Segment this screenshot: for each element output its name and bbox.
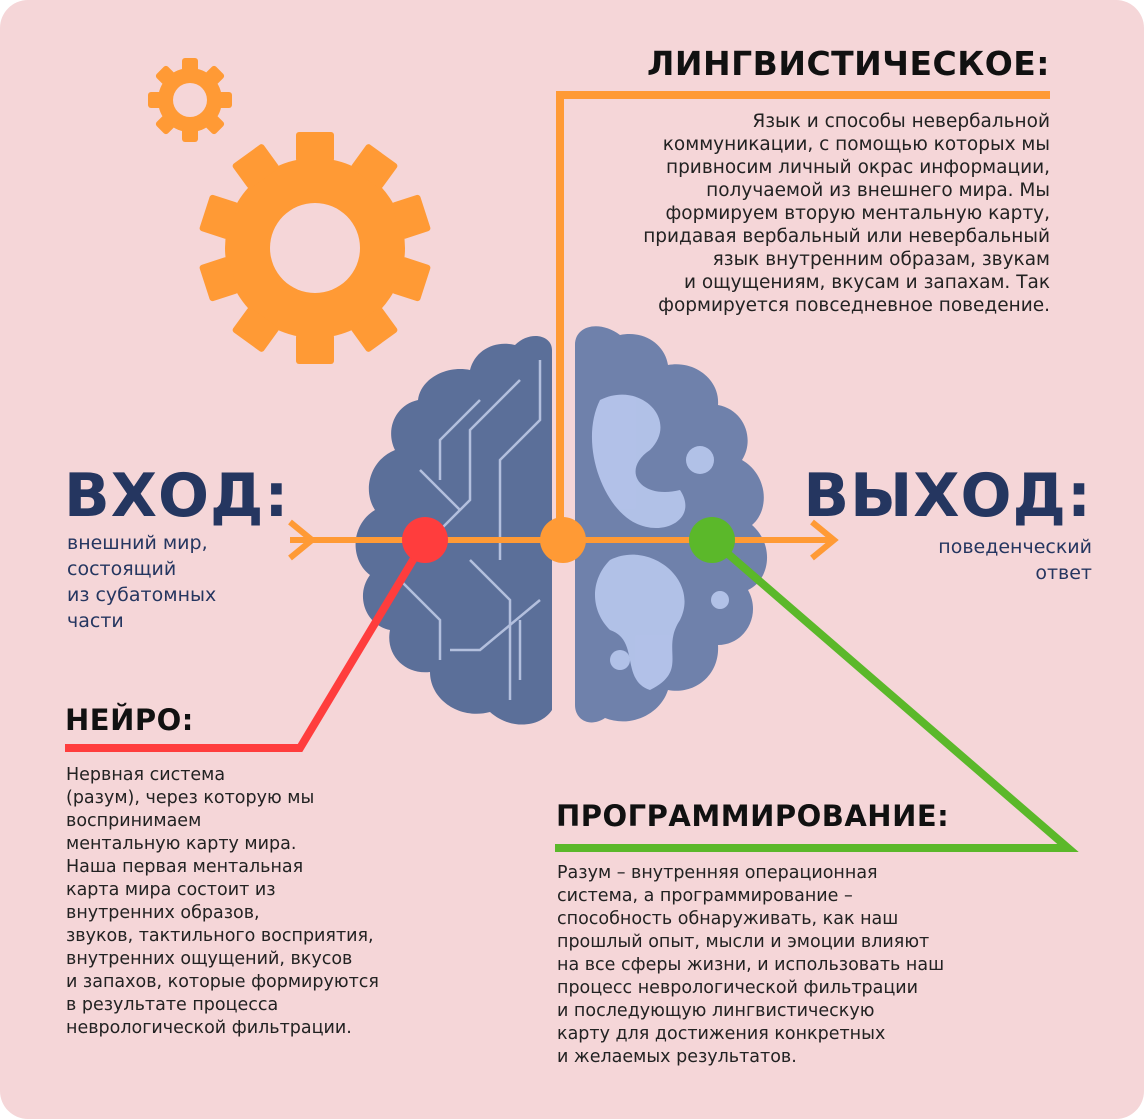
text-line: формируем вторую ментальную карту, bbox=[665, 203, 1050, 224]
text-line: Наша первая ментальная bbox=[66, 857, 304, 877]
text-line: ментальную карту мира. bbox=[66, 834, 297, 854]
text-line: Язык и способы невербальной bbox=[752, 111, 1050, 132]
gear-large-icon bbox=[199, 132, 431, 364]
brain-swirls bbox=[591, 394, 729, 690]
brain-illustration bbox=[355, 326, 768, 725]
neuro-connector-line bbox=[65, 537, 429, 752]
text-line: звуков, тактильного восприятия, bbox=[66, 926, 374, 946]
linguistic-node bbox=[540, 517, 586, 563]
input-description: внешний мир, состоящий из субатомных части bbox=[67, 530, 216, 634]
text-line: и ощущениям, вкусам и запахам. Так bbox=[683, 272, 1050, 293]
text-line: и запахов, которые формируются bbox=[66, 972, 379, 992]
text-line: в результате процесса bbox=[66, 995, 279, 1015]
output-title: ВЫХОД: bbox=[803, 461, 1092, 531]
circuit-traces bbox=[399, 360, 542, 700]
text-line: части bbox=[67, 610, 124, 632]
text-line: карту для достижения конкретных bbox=[557, 1024, 886, 1044]
text-line: формируется повседневное поведение. bbox=[658, 295, 1050, 316]
text-line: поведенческий bbox=[938, 536, 1092, 558]
text-line: и желаемых результатов. bbox=[557, 1047, 797, 1067]
neuro-description: Нервная система (разум), через которую мы… bbox=[66, 764, 379, 1040]
text-line: система, а программирование – bbox=[557, 886, 853, 906]
text-line: придавая вербальный или невербальный bbox=[643, 226, 1050, 247]
brain-left-hemisphere bbox=[355, 335, 552, 725]
programming-title: ПРОГРАММИРОВАНИЕ: bbox=[556, 799, 950, 833]
text-line: и последующую лингвистическую bbox=[557, 1001, 875, 1021]
text-line: из субатомных bbox=[67, 584, 217, 606]
text-line: неврологической фильтрации. bbox=[66, 1018, 352, 1038]
gear-small-icon bbox=[148, 58, 232, 142]
text-line: Разум – внутренняя операционная bbox=[557, 863, 878, 883]
input-title: ВХОД: bbox=[64, 461, 290, 531]
neuro-node bbox=[402, 517, 448, 563]
text-line: внутренних образов, bbox=[66, 903, 260, 923]
text-line: процесс неврологической фильтрации bbox=[557, 978, 918, 998]
linguistic-connector-line bbox=[556, 91, 1050, 540]
text-line: Нервная система bbox=[66, 765, 226, 785]
text-line: язык внутренним образам, звукам bbox=[712, 249, 1050, 270]
input-chevron-icon bbox=[288, 519, 317, 561]
linguistic-title: ЛИНГВИСТИЧЕСКОЕ: bbox=[647, 44, 1050, 83]
text-line: внутренних ощущений, вкусов bbox=[66, 949, 353, 969]
text-line: воспринимаем bbox=[66, 811, 202, 831]
text-line: прошлый опыт, мысли и эмоции влияют bbox=[557, 932, 930, 952]
text-line: (разум), через которую мы bbox=[66, 788, 315, 808]
programming-connector-line bbox=[555, 536, 1079, 852]
text-line: карта мира состоит из bbox=[66, 880, 276, 900]
text-line: получаемой из внешнего мира. Мы bbox=[706, 180, 1050, 201]
programming-node bbox=[689, 517, 735, 563]
neuro-title: НЕЙРО: bbox=[65, 703, 194, 737]
output-description: поведенческий ответ bbox=[938, 534, 1092, 586]
text-line: способность обнаруживать, как наш bbox=[557, 909, 899, 929]
programming-description: Разум – внутренняя операционная система, … bbox=[557, 862, 944, 1069]
arrow-head-icon bbox=[810, 519, 839, 561]
text-line: привносим личный окрас информации, bbox=[665, 157, 1050, 178]
text-line: состоящий bbox=[67, 558, 177, 580]
text-line: коммуникации, с помощью которых мы bbox=[662, 134, 1050, 155]
text-line: внешний мир, bbox=[67, 532, 208, 554]
text-line: на все сферы жизни, и использовать наш bbox=[557, 955, 945, 975]
text-line: ответ bbox=[1035, 562, 1092, 584]
